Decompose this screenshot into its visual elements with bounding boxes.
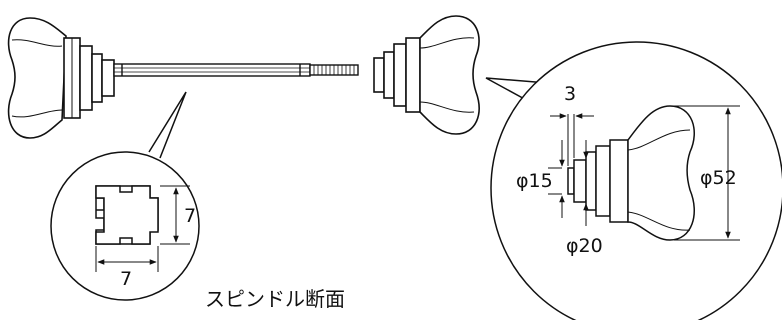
spindle-section-callout: [50, 91, 200, 301]
right-knob: [373, 15, 480, 135]
section-caption: スピンドル断面: [205, 287, 345, 311]
knob-detail-callout: [485, 41, 782, 320]
section-height-label: 7: [184, 205, 196, 227]
section-width-label: 7: [120, 268, 132, 290]
knob-diameter-label: φ52: [700, 167, 737, 189]
neck-length-label: 3: [564, 83, 576, 105]
neck-diameter-label: φ15: [516, 170, 553, 192]
spindle-rod: [113, 63, 359, 77]
collar-diameter-label: φ20: [566, 235, 603, 257]
left-knob: [7, 17, 115, 139]
